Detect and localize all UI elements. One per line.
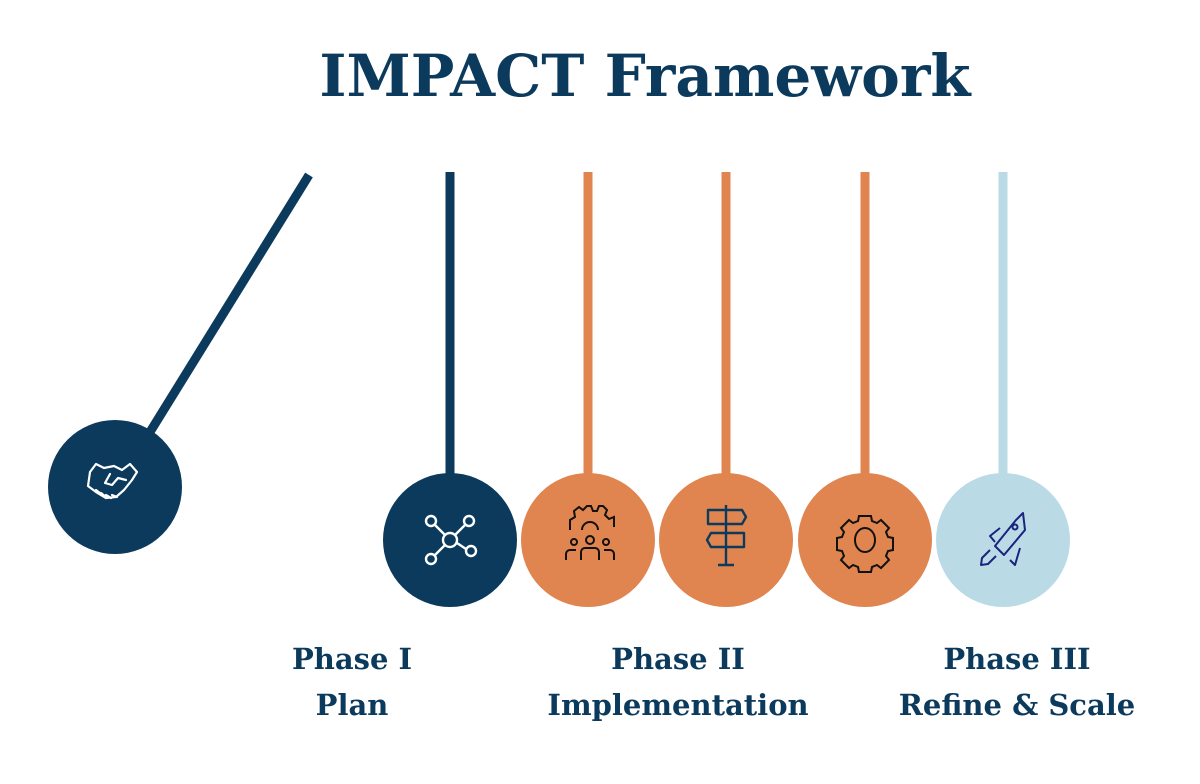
network-icon: [424, 514, 478, 566]
phase-3-title: Phase III: [943, 642, 1091, 676]
ball-2: [383, 473, 517, 607]
handshake-icon: [86, 462, 139, 500]
team-gear-icon: [565, 505, 615, 560]
phase-1-name: Plan: [315, 688, 389, 722]
string-1: [146, 172, 313, 435]
phase-2-label: Phase II Implementation: [508, 636, 848, 728]
rocket-icon: [980, 512, 1026, 566]
phase-3-name: Refine & Scale: [898, 688, 1136, 722]
phase-1-title: Phase I: [291, 642, 413, 676]
phase-2-title: Phase II: [611, 642, 745, 676]
signpost-icon: [705, 505, 748, 567]
phase-1-label: Phase I Plan: [182, 636, 522, 728]
ball-1: [48, 420, 182, 554]
phase-3-label: Phase III Refine & Scale: [847, 636, 1187, 728]
ball-3: [521, 473, 655, 607]
ball-6: [936, 473, 1070, 607]
phase-2-name: Implementation: [547, 688, 809, 722]
gear-icon: [836, 515, 894, 573]
page-title: IMPACT Framework: [319, 42, 971, 110]
ball-5: [798, 473, 932, 607]
